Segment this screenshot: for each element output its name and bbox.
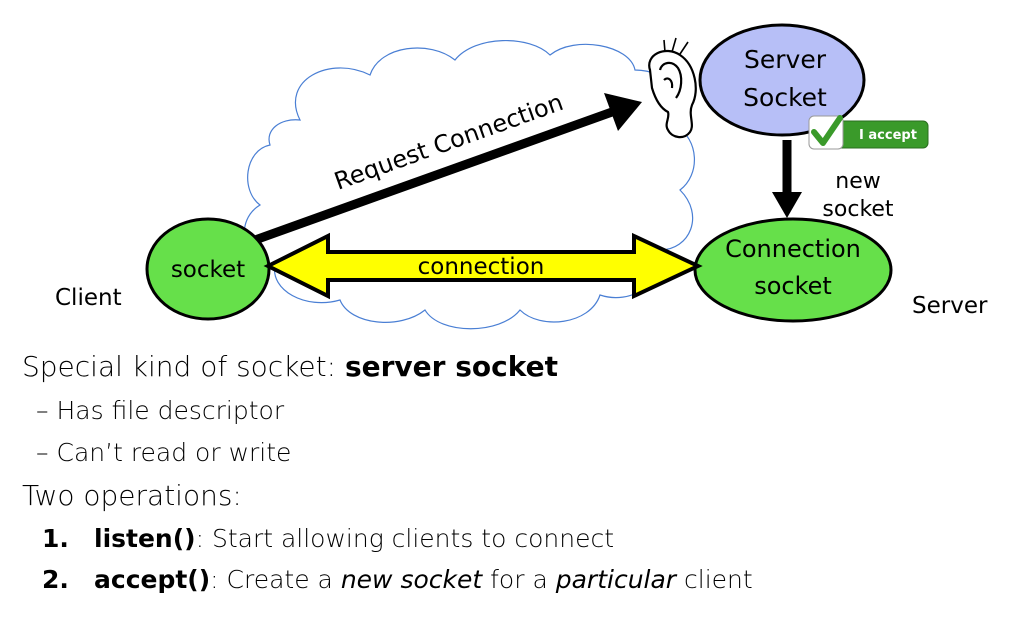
operation-accept: 2. accept(): Create a new socket for a pa… — [42, 565, 753, 594]
item-number: 2. — [42, 565, 69, 594]
bullet-server-socket-prefix: Special kind of socket: — [22, 350, 345, 383]
dash-marker: – — [36, 396, 49, 425]
accept-description-1: : Create a — [210, 565, 341, 594]
operation-listen: 1. listen(): Start allowing clients to co… — [42, 524, 614, 553]
listen-description: : Start allowing clients to connect — [195, 524, 614, 553]
new-socket-arrow — [772, 140, 802, 218]
server-label: Server — [912, 293, 988, 319]
server-socket-label-2: Socket — [743, 83, 827, 112]
bullet-server-socket: Special kind of socket: server socket — [22, 350, 558, 383]
accept-badge-label: I accept — [859, 128, 917, 143]
server-socket-label-1: Server — [744, 45, 827, 74]
accept-description-2: for a — [482, 565, 556, 594]
ear-icon — [648, 37, 697, 139]
accept-italic-new-socket: new socket — [340, 565, 483, 594]
sub-bullet-text: Can’t read or write — [56, 438, 292, 467]
new-socket-label-2: socket — [822, 197, 894, 222]
checkmark-icon — [811, 115, 843, 146]
listen-function: listen() — [94, 524, 196, 553]
item-number: 1. — [42, 524, 69, 553]
accept-function: accept() — [94, 565, 211, 594]
bullet-two-operations: Two operations: — [22, 479, 242, 512]
accept-italic-particular: particular — [555, 565, 677, 594]
new-socket-label-1: new — [835, 169, 880, 194]
server-socket-node — [698, 23, 866, 137]
dash-marker: – — [36, 438, 49, 467]
connection-arrow — [263, 232, 703, 300]
connection-socket-node — [693, 217, 893, 323]
client-label: Client — [55, 285, 122, 311]
connection-label: connection — [418, 254, 545, 280]
sub-bullet-text: Has file descriptor — [56, 396, 285, 425]
bullet-two-operations-text: Two operations: — [22, 479, 242, 512]
request-arrow — [253, 93, 642, 245]
socket-diagram: Request Connection Server Socket I accep… — [55, 23, 988, 330]
client-socket-label: socket — [171, 257, 245, 283]
client-socket-node — [145, 217, 271, 321]
connection-socket-label-2: socket — [754, 272, 832, 300]
accept-badge: I accept — [808, 115, 929, 150]
accept-description-3: client — [676, 565, 753, 594]
sub-bullet-file-descriptor: –Has file descriptor — [36, 396, 284, 425]
sub-bullet-read-write: –Can’t read or write — [36, 438, 291, 467]
bullet-server-socket-term: server socket — [344, 350, 558, 383]
connection-socket-label-1: Connection — [725, 235, 861, 263]
